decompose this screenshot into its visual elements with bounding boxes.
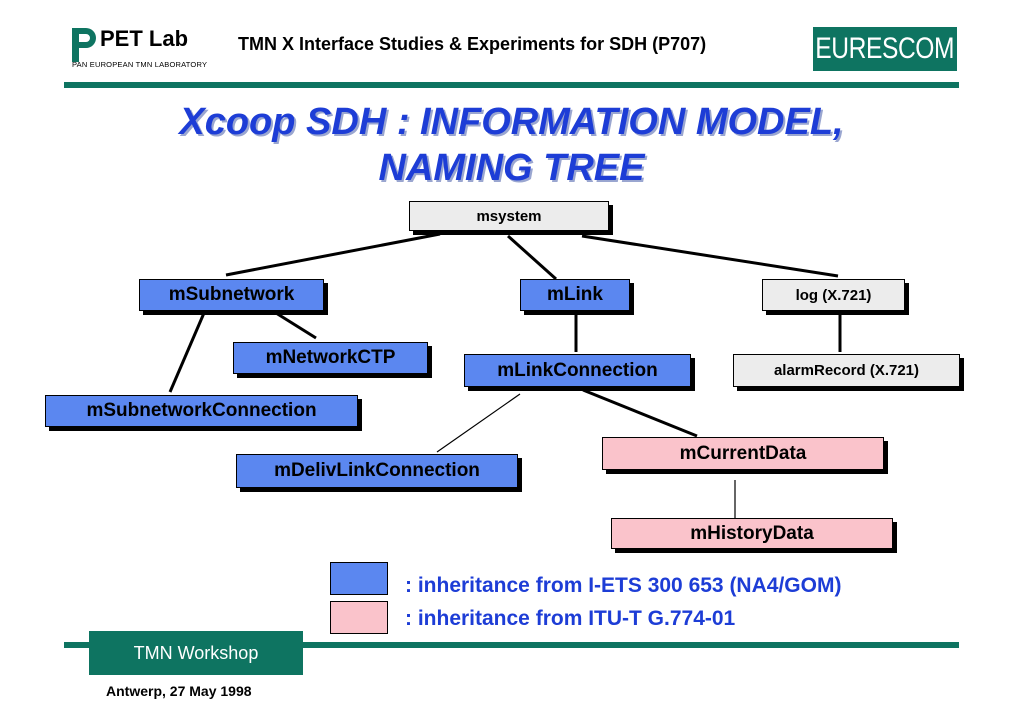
node-msubnetwork: mSubnetwork [139,279,324,311]
node-mlink: mLink [520,279,630,311]
slide-title-line1: Xcoop SDH : INFORMATION MODEL, [179,101,844,143]
edge-mlinkconnection-mdelivlinkconnection [436,393,521,453]
legend-text-pink: : inheritance from ITU-T G.774-01 [405,607,736,630]
header-title: TMN X Interface Studies & Experiments fo… [238,34,707,54]
node-mnetworkctp: mNetworkCTP [233,342,428,374]
node-mdelivlinkconnection: mDelivLinkConnection [236,454,518,488]
edge-mlinkconnection-mcurrentdata [582,388,698,438]
eurescom-logo-text: EURESCOM [815,32,955,65]
edge-msystem-mlink [506,234,558,281]
petlab-logo-icon [72,28,96,62]
bottom-divider [64,642,959,648]
node-msubnetworkconnection: mSubnetworkConnection [45,395,358,427]
node-alarmrecord: alarmRecord (X.721) [733,354,960,387]
node-mlinkconnection: mLinkConnection [464,354,691,387]
node-mcurrentdata: mCurrentData [602,437,884,470]
node-log: log (X.721) [762,279,905,311]
edge-msubnetwork-msubnetworkconnection [168,312,206,393]
logo-subtitle: PAN EUROPEAN TMN LABORATORY [72,60,208,69]
logo-name: PET Lab [100,26,189,51]
edge-msystem-log [581,234,839,278]
legend-text-blue: : inheritance from I-ETS 300 653 (NA4/GO… [405,574,842,597]
footer-date: Antwerp, 27 May 1998 [106,683,252,699]
legend-swatch-pink [330,601,388,634]
workshop-label: TMN Workshop [89,631,303,675]
node-mhistorydata: mHistoryData [611,518,893,549]
node-msystem: msystem [409,201,609,231]
eurescom-logo: EURESCOM [813,27,957,71]
edge-msystem-msubnetwork [225,232,441,277]
top-divider [64,82,959,88]
edge-msubnetwork-mnetworkctp [275,311,317,340]
legend-swatch-blue [330,562,388,595]
slide-title-line2: NAMING TREE [378,147,645,189]
